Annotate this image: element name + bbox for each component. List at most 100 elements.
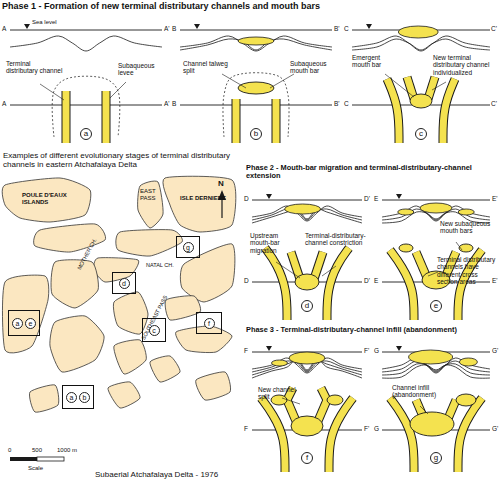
annotation: New subaqueous mouth bars (440, 220, 498, 235)
place-name: ISLE DERNIERE (180, 195, 228, 202)
mouth-bar (238, 82, 274, 94)
stage-letter-text: b (79, 392, 90, 403)
section-letter: F' (364, 347, 369, 354)
mouth-bar-section (289, 352, 325, 364)
island-shape (163, 176, 236, 232)
channel-levee-outline (232, 99, 241, 143)
channel-levee (390, 398, 414, 472)
section-letter: A' (164, 25, 170, 32)
mouth-bar (271, 395, 287, 405)
stage-letter-text: e (25, 318, 36, 329)
section-letter: D' (364, 195, 370, 202)
channel-levee (390, 250, 414, 320)
channel-levee-outline (329, 398, 353, 472)
channel-levee (273, 99, 280, 143)
leader-line (420, 406, 428, 414)
channel-levee-outline (387, 79, 399, 143)
channel-levee-outline (321, 388, 327, 400)
section-letter: B (172, 100, 176, 107)
phase-heading: Phase 3 - Terminal-distributary-channel … (246, 326, 500, 334)
inset-box: f (196, 312, 222, 334)
scale-number: 500 (32, 447, 42, 454)
channel-levee (387, 79, 399, 143)
channel-levee (265, 248, 287, 320)
evolution-panel (382, 346, 490, 472)
sea-level-line (252, 200, 362, 201)
channel-levee-outline (390, 250, 414, 320)
section-line (180, 105, 332, 106)
section-letter: B (172, 25, 176, 32)
section-letter: G' (492, 347, 498, 354)
island-shape (176, 326, 232, 353)
channel-levee (327, 248, 349, 320)
mouth-bar-section (398, 209, 414, 215)
stage-letter-text: e (434, 302, 438, 310)
bathymetry-profile (10, 36, 162, 51)
sea-level-mark (366, 24, 372, 29)
bathymetry-profile (382, 365, 490, 378)
inset-box: ae (8, 310, 40, 336)
stage-letter: a (80, 128, 92, 140)
mouth-bar-section (459, 358, 477, 366)
channel-levee-outline (458, 398, 482, 472)
annotation: Terminal distributary channels have diff… (437, 256, 499, 285)
annotation: Subaqueous levee (118, 62, 164, 77)
sea-level-mark (194, 24, 200, 29)
mouth-bar (295, 274, 319, 290)
island-shape (116, 230, 183, 256)
channel-levee-outline (327, 248, 349, 320)
channel-levee-outline (261, 398, 285, 472)
channel-levee (443, 79, 455, 143)
mouth-bar-section (398, 26, 438, 38)
section-letter: D (244, 195, 249, 202)
annotation: Upstream mouth-bar migration (250, 232, 298, 254)
section-letter: F' (364, 425, 369, 432)
annotation: Channel infill (abandonment) (392, 384, 447, 399)
island-shape (51, 260, 98, 308)
evolution-panel (352, 24, 490, 143)
channel-levee-outline (102, 91, 111, 143)
north-label: N (218, 180, 224, 189)
stage-letter: c (415, 128, 427, 140)
section-letter: E' (492, 277, 498, 284)
section-letter: F (244, 425, 248, 432)
stage-letter-text: a (84, 130, 88, 138)
stage-letter: f (301, 452, 313, 464)
stage-letter-text: g (434, 454, 438, 462)
section-letter: A (2, 100, 6, 107)
evolution-panel (180, 24, 332, 143)
stage-letter-text: d (305, 302, 309, 310)
mouth-bar (410, 412, 454, 436)
annotation: Channel talweg split (183, 60, 229, 75)
mouth-bar (291, 416, 323, 436)
leader-line (385, 74, 414, 97)
bathymetry-profile (352, 39, 490, 50)
channel-levee-outline (443, 79, 455, 143)
inset-box: g (176, 236, 200, 258)
scale-number: 1000 m (57, 447, 77, 454)
leader-line (270, 74, 294, 88)
leader-line (40, 84, 64, 100)
mouth-bar-section (420, 203, 452, 213)
section-letter: D (244, 277, 249, 284)
mouth-bar-section (285, 204, 321, 214)
section-letter: C (344, 100, 349, 107)
leader-line (428, 272, 438, 276)
island-shape (29, 385, 58, 412)
section-letter: G' (492, 425, 498, 432)
leader-line (276, 262, 300, 278)
channel-levee-outline (62, 91, 71, 143)
leader-line (432, 82, 446, 90)
section-letter: E' (492, 195, 498, 202)
stage-letter-text: a (12, 318, 23, 329)
inset-box: d (112, 272, 136, 294)
stage-letter: b (250, 128, 262, 140)
map-caption: Subaerial Atchafalaya Delta - 1976 (95, 471, 218, 480)
section-letter: E (374, 277, 378, 284)
scale-number: 0 (8, 447, 11, 454)
mouth-bar-section (409, 350, 453, 364)
section-letter: F (244, 347, 248, 354)
annotation: Emergent mouth bar (352, 54, 397, 69)
leader-line (282, 398, 300, 404)
